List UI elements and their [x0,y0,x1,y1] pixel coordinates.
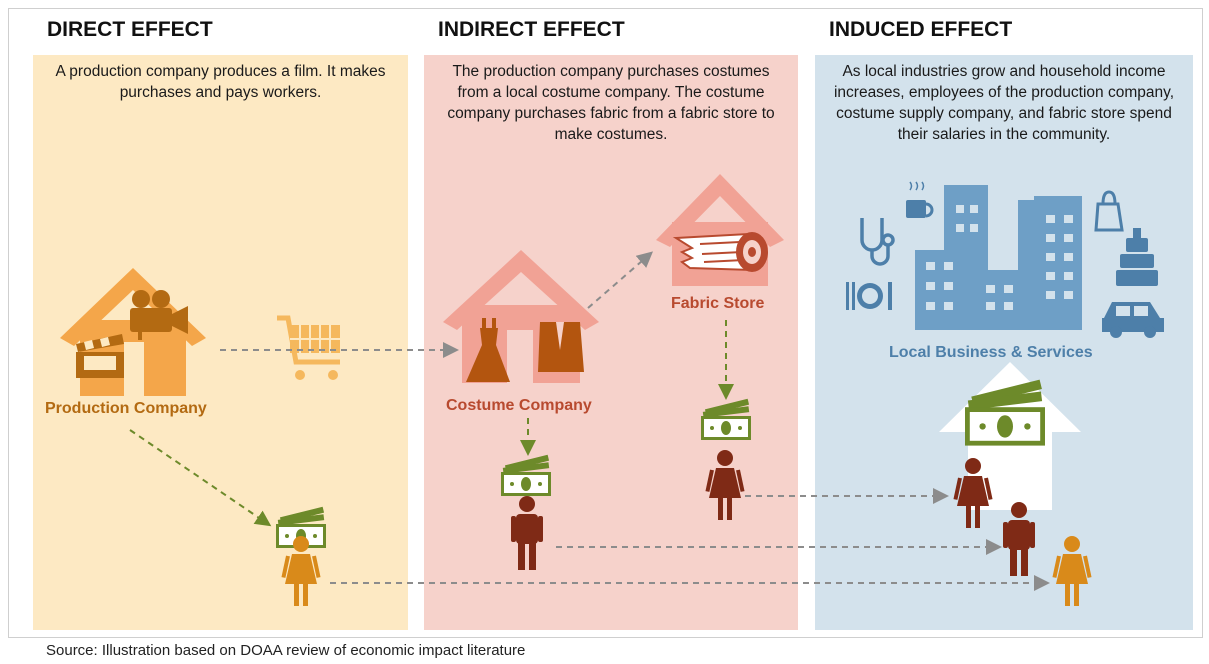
person-icon-induced-costume [1003,502,1035,576]
money-icon-costume [501,454,551,496]
induced-effect-heading: INDUCED EFFECT [829,18,1013,41]
fabric-roll-icon [672,232,768,272]
film-camera-icon [130,290,188,340]
car-icon [1102,302,1164,338]
local-business-label: Local Business & Services [889,344,1093,361]
clapperboard-icon [76,334,124,378]
diagram-frame [8,8,1203,638]
money-icon-induced [965,379,1045,446]
stethoscope-icon [860,218,895,266]
money-icon-fabric [701,398,751,440]
fabric-store-label: Fabric Store [671,295,765,312]
shopping-bag-icon [1094,190,1124,232]
person-icon-costume [511,496,543,570]
person-icon-induced-direct [1052,536,1092,606]
direct-effect-heading: DIRECT EFFECT [47,18,213,41]
indirect-effect-heading: INDIRECT EFFECT [438,18,625,41]
jacket-icon [538,322,584,372]
dress-icon [466,318,510,382]
production-company-label: Production Company [45,400,207,417]
indirect-effect-description: The production company purchases costume… [447,63,775,143]
flow-arrows [129,251,1050,591]
source-note: Source: Illustration based on DOAA revie… [46,642,526,659]
induced-effect-description: As local industries grow and household i… [833,63,1175,143]
person-icon-fabric [705,450,745,520]
direct-effect-description: A production company produces a film. It… [55,63,386,101]
dining-plate-icon [846,282,892,310]
cake-icon [1116,228,1158,286]
shopping-cart-icon [277,315,340,380]
building-windows [926,205,1073,310]
costume-company-label: Costume Company [446,397,592,414]
coffee-cup-icon [906,181,934,218]
city-buildings-icon [915,185,1082,330]
